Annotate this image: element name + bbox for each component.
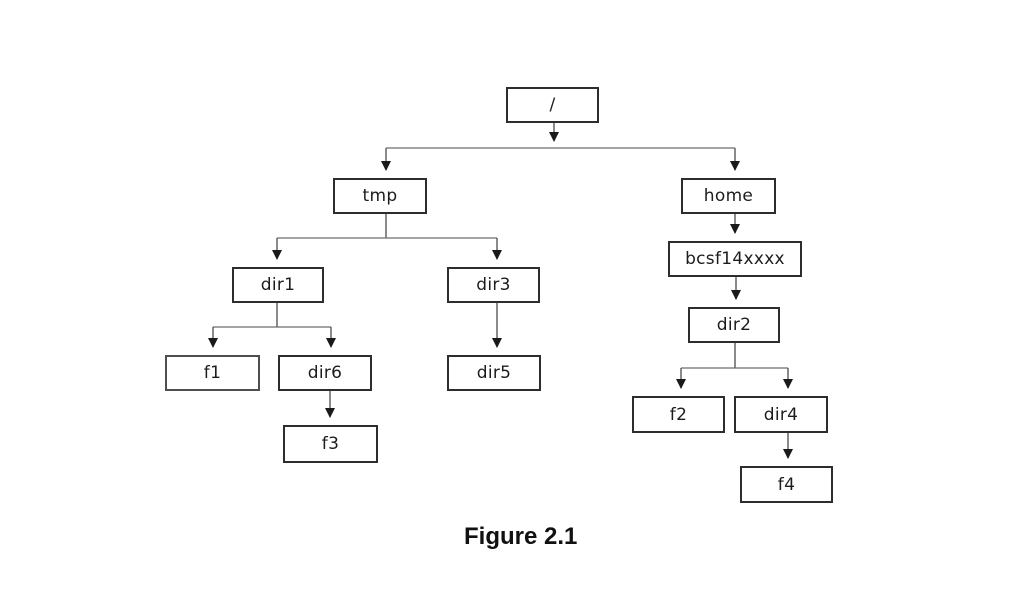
node-dir2: dir2 xyxy=(688,307,780,343)
node-tmp: tmp xyxy=(333,178,427,214)
node-f4: f4 xyxy=(740,466,833,503)
node-f1: f1 xyxy=(165,355,260,391)
node-dir6: dir6 xyxy=(278,355,372,391)
node-f3: f3 xyxy=(283,425,378,463)
figure-caption: Figure 2.1 xyxy=(464,523,578,550)
node-bcsf14xxxx: bcsf14xxxx xyxy=(668,241,802,277)
node-f2: f2 xyxy=(632,396,725,433)
node-dir3: dir3 xyxy=(447,267,540,303)
node-dir1: dir1 xyxy=(232,267,324,303)
node-root: / xyxy=(506,87,599,123)
node-home: home xyxy=(681,178,776,214)
node-dir4: dir4 xyxy=(734,396,828,433)
node-dir5: dir5 xyxy=(447,355,541,391)
